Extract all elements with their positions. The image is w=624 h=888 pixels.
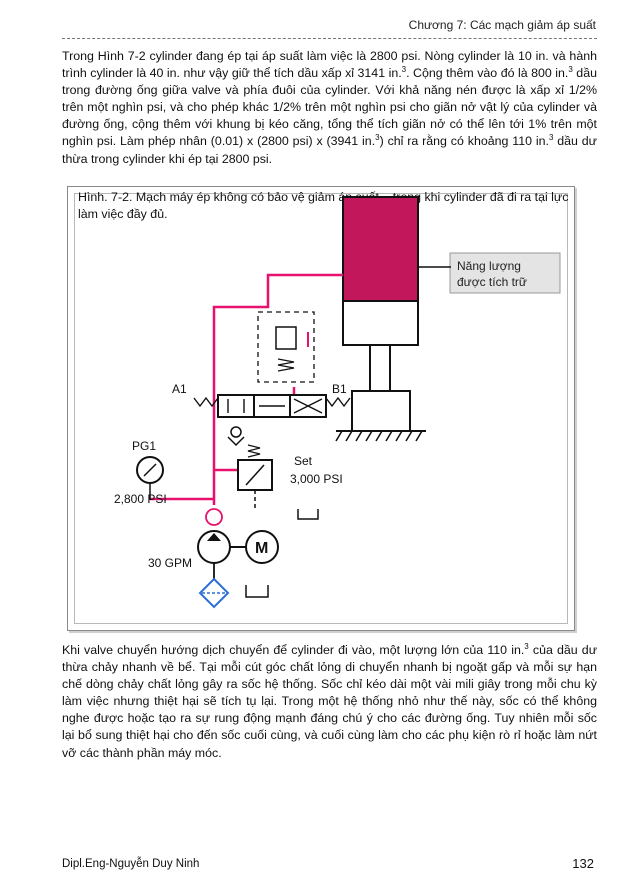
motor-letter: M <box>255 540 268 557</box>
relief-set-label: Set <box>294 454 313 468</box>
paragraph-text: Trong Hình 7-2 cylinder đang ép tại áp s… <box>62 49 597 81</box>
port-a-label: A1 <box>172 382 187 396</box>
pump-arrow-icon <box>207 533 221 541</box>
paragraph-text: của dầu dư thừa chảy nhanh về bể. Tại mỗ… <box>62 643 597 760</box>
superscript: 3 <box>401 64 407 74</box>
stored-energy-chamber <box>342 196 419 302</box>
relief-spring-icon <box>247 444 261 458</box>
tank-icon <box>245 585 269 598</box>
paragraph-text: dầu trong đường ống giữa valve và phía đ… <box>62 66 597 149</box>
filter-icon <box>198 577 230 609</box>
piston-rod <box>369 344 391 392</box>
paragraph-2: Khi valve chuyển hướng dịch chuyển để cy… <box>62 642 597 762</box>
gauge-needle <box>143 463 157 477</box>
superscript: 3 <box>375 133 380 143</box>
port-b-label: B1 <box>332 382 347 396</box>
figure-inner-border <box>74 193 568 624</box>
footer-author: Dipl.Eng-Nguyễn Duy Ninh <box>62 858 200 870</box>
figure-frame: Hình. 7-2. Mạch máy ép không có bảo vệ g… <box>67 186 575 631</box>
relief-tank-icon <box>297 509 319 520</box>
check-valve-icon <box>230 426 242 438</box>
gauge-reading: 2,800 PSI <box>114 492 167 506</box>
motor-icon <box>245 530 279 564</box>
pressure-line-to-cylinder <box>212 273 343 505</box>
superscript: 3 <box>548 133 554 143</box>
right-solenoid-spring-icon <box>325 396 351 408</box>
paragraph-text: . Cộng thêm vào đó là 800 in. <box>406 66 569 81</box>
superscript: 3 <box>524 641 529 651</box>
hydraulic-circuit-diagram: Năng lượng được tích trữ A1 B1 <box>114 196 561 609</box>
check-valve-seat-icon <box>227 436 245 447</box>
flow-meter-icon <box>205 508 223 526</box>
figure-caption: Hình. 7-2. Mạch máy ép không có bảo vệ g… <box>78 190 569 221</box>
stored-energy-label-box <box>449 252 561 294</box>
left-solenoid-spring-icon <box>193 396 219 408</box>
stored-energy-label-1: Năng lượng <box>457 259 521 273</box>
paragraph-text: dầu dư thừa trong cylinder khi ép tại 28… <box>62 134 597 166</box>
cylinder-body <box>342 300 419 346</box>
pump-flow-label: 30 GPM <box>148 556 192 570</box>
chapter-header: Chương 7: Các mạch giảm áp suất <box>408 18 596 32</box>
pilot-valve-box <box>257 311 315 383</box>
header-divider <box>62 38 597 39</box>
paragraph-text: Khi valve chuyển hướng dịch chuyển để cy… <box>62 643 525 657</box>
pilot-spring-icon <box>277 358 295 372</box>
press-ram <box>351 390 411 432</box>
gauge-label: PG1 <box>132 439 156 453</box>
stored-energy-label-2: được tích trữ <box>457 275 527 289</box>
relief-valve-arrow <box>245 464 265 486</box>
valve-arrows-icon <box>227 398 323 414</box>
pilot-valve <box>275 326 297 350</box>
relief-setting-label: 3,000 PSI <box>290 472 343 486</box>
paragraph-1: Trong Hình 7-2 cylinder đang ép tại áp s… <box>62 48 597 168</box>
directional-valve-left <box>217 394 255 418</box>
superscript: 3 <box>568 64 573 74</box>
page-number: 132 <box>572 856 594 871</box>
ground-hatch <box>335 430 423 442</box>
paragraph-text: ) chỉ ra rằng có khoảng 110 in. <box>379 134 549 149</box>
